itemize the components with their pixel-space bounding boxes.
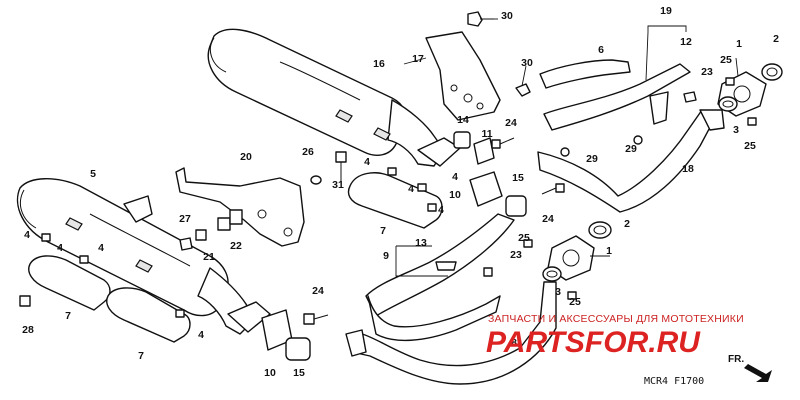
exhaust-pipe-12 [543, 63, 691, 131]
callout-4: 4 [24, 229, 30, 241]
callout-24: 24 [542, 213, 554, 225]
callout-12: 12 [680, 36, 692, 48]
lower-muffler-5 [16, 178, 271, 335]
callout-10: 10 [449, 189, 461, 201]
collar-3-lower [542, 266, 562, 282]
callout-23: 23 [510, 249, 522, 261]
callout-22: 22 [230, 240, 242, 252]
front-direction-label: FR. [728, 354, 744, 365]
callout-14: 14 [457, 114, 469, 126]
diagram-code: MCR4 F1700 [644, 376, 704, 387]
callout-24: 24 [505, 117, 517, 129]
gasket-2-upper [761, 63, 783, 81]
callout-25: 25 [720, 54, 732, 66]
callout-30: 30 [501, 10, 513, 22]
callout-4: 4 [438, 204, 444, 216]
exhaust-pipe-18 [537, 109, 725, 213]
callout-29: 29 [586, 153, 598, 165]
callout-8: 8 [511, 337, 517, 349]
callout-4: 4 [364, 156, 370, 168]
callout-20: 20 [240, 151, 252, 163]
callout-4: 4 [57, 242, 63, 254]
exhaust-pipe-6 [539, 59, 631, 89]
callout-15: 15 [512, 172, 524, 184]
callout-26: 26 [302, 146, 314, 158]
callout-27: 27 [179, 213, 191, 225]
watermark-tagline: ЗАПЧАСТИ И АКСЕССУАРЫ ДЛЯ МОТОТЕХНИКИ [488, 313, 744, 325]
collar-3-upper [718, 96, 738, 112]
bracket-17 [425, 31, 501, 121]
joint-clamps [261, 131, 527, 361]
callout-1: 1 [606, 245, 612, 257]
callout-7: 7 [65, 310, 71, 322]
callout-13: 13 [415, 237, 427, 249]
callout-16: 16 [373, 58, 385, 70]
heat-shield-7-upper [347, 172, 443, 229]
callout-29: 29 [625, 143, 637, 155]
callout-23: 23 [701, 66, 713, 78]
exhaust-pipe-8 [345, 281, 557, 385]
callout-5: 5 [90, 168, 96, 180]
callout-30: 30 [521, 57, 533, 69]
leader-lines [395, 18, 739, 277]
callout-19: 19 [660, 5, 672, 17]
callout-17: 17 [412, 53, 424, 65]
callout-15: 15 [293, 367, 305, 379]
heat-shield-7-left [28, 255, 111, 311]
callout-11: 11 [481, 128, 492, 140]
callout-4: 4 [452, 171, 458, 183]
callout-9: 9 [383, 250, 389, 262]
callout-21: 21 [203, 251, 215, 263]
callout-6: 6 [598, 44, 604, 56]
front-arrow-icon [744, 364, 772, 382]
callout-4: 4 [408, 183, 414, 195]
callout-10: 10 [264, 367, 276, 379]
callout-2: 2 [773, 33, 779, 45]
heat-shield-7-middle [106, 287, 191, 343]
callout-3: 3 [555, 286, 561, 298]
callout-3: 3 [733, 124, 739, 136]
gasket-2-lower [588, 221, 612, 239]
watermark-logo: PARTSFOR.RU [486, 326, 701, 359]
callout-31: 31 [332, 179, 344, 191]
callout-7: 7 [138, 350, 144, 362]
callout-28: 28 [22, 324, 34, 336]
front-direction-indicator: FR. [728, 354, 772, 382]
callout-4: 4 [98, 242, 104, 254]
callout-25: 25 [744, 140, 756, 152]
callout-7: 7 [380, 225, 386, 237]
callout-2: 2 [624, 218, 630, 230]
callout-24: 24 [312, 285, 324, 297]
hardware [19, 11, 757, 325]
upper-muffler-16 [207, 28, 461, 167]
callout-1: 1 [736, 38, 742, 50]
callout-4: 4 [198, 329, 204, 341]
callout-25: 25 [569, 296, 581, 308]
callout-18: 18 [682, 163, 694, 175]
bracket-20 [175, 167, 305, 247]
callout-25: 25 [518, 232, 530, 244]
